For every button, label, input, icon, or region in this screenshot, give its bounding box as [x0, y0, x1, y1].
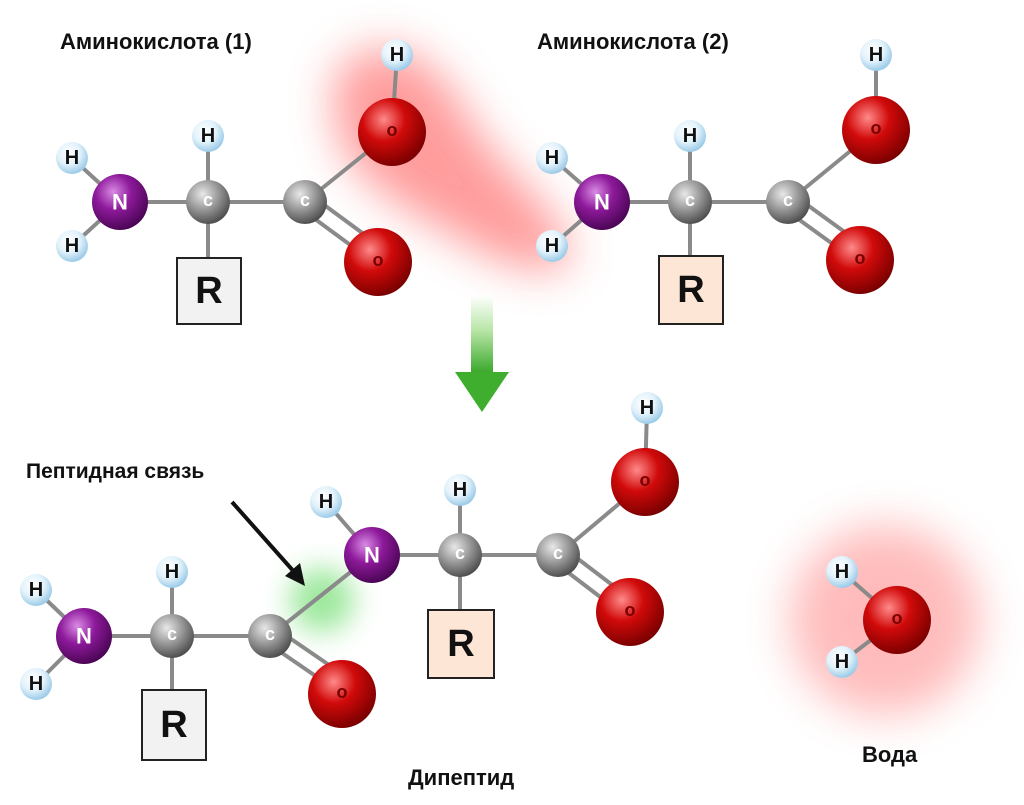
reaction-arrow-icon: [455, 295, 509, 412]
svg-text:H: H: [29, 673, 43, 695]
carbon-atom: c: [248, 614, 292, 658]
svg-text:o: o: [337, 682, 348, 702]
svg-text:H: H: [835, 651, 849, 673]
peptide-bond-label: Пептидная связь: [26, 460, 204, 483]
oxygen-atom: o: [842, 96, 910, 164]
svg-text:N: N: [364, 543, 380, 568]
svg-text:o: o: [855, 248, 866, 268]
svg-text:H: H: [835, 561, 849, 583]
r-group-box: [176, 257, 242, 325]
svg-text:o: o: [373, 250, 384, 270]
svg-text:c: c: [783, 190, 793, 210]
carbon-atom: c: [186, 180, 230, 224]
svg-text:o: o: [892, 608, 903, 628]
svg-text:c: c: [553, 543, 563, 563]
nitrogen-atom: N: [56, 608, 112, 664]
carbon-atom: c: [668, 180, 712, 224]
r-group-label: R: [195, 270, 222, 312]
carbon-atom: c: [283, 180, 327, 224]
r-group-label: R: [677, 269, 704, 311]
nitrogen-atom: N: [92, 174, 148, 230]
hydrogen-atom: H: [56, 142, 88, 174]
svg-text:c: c: [167, 624, 177, 644]
svg-text:o: o: [871, 118, 882, 138]
carbon-atom: c: [438, 533, 482, 577]
svg-text:H: H: [201, 125, 215, 147]
svg-text:c: c: [300, 190, 310, 210]
svg-text:H: H: [545, 147, 559, 169]
r-group-box: [658, 255, 724, 325]
svg-text:N: N: [594, 190, 610, 215]
amino-acid-2-label: Аминокислота (2): [537, 29, 729, 54]
hydrogen-atom: H: [536, 230, 568, 262]
r-group-box: [427, 609, 495, 679]
amino-acid-1: R H H N H c c H o o: [56, 39, 426, 325]
svg-text:c: c: [685, 190, 695, 210]
svg-text:H: H: [453, 479, 467, 501]
dipeptide-label: Дипептид: [408, 765, 514, 790]
svg-text:H: H: [65, 235, 79, 257]
hydrogen-atom: H: [631, 392, 663, 424]
amino-acid-1-label: Аминокислота (1): [60, 29, 252, 54]
svg-text:H: H: [65, 147, 79, 169]
hydrogen-atom: H: [192, 120, 224, 152]
hydrogen-atom: H: [826, 646, 858, 678]
carbon-atom: c: [536, 533, 580, 577]
dipeptide: R R H H N H c c o H N H c c H o o: [20, 392, 679, 761]
hydrogen-atom: H: [310, 486, 342, 518]
svg-text:c: c: [455, 543, 465, 563]
svg-text:H: H: [29, 579, 43, 601]
svg-text:H: H: [390, 44, 404, 66]
hydrogen-atom: H: [536, 142, 568, 174]
oxygen-atom: o: [611, 448, 679, 516]
hydrogen-atom: H: [860, 39, 892, 71]
hydrogen-atom: H: [381, 39, 413, 71]
svg-text:c: c: [265, 624, 275, 644]
oxygen-atom: o: [358, 98, 426, 166]
svg-text:N: N: [112, 190, 128, 215]
peptide-bond-pointer-arrow: [230, 500, 305, 586]
oxygen-atom: o: [596, 578, 664, 646]
hydrogen-atom: H: [56, 230, 88, 262]
svg-text:H: H: [640, 397, 654, 419]
svg-text:o: o: [387, 120, 398, 140]
svg-text:H: H: [683, 125, 697, 147]
water-label: Вода: [862, 742, 918, 767]
svg-text:H: H: [545, 235, 559, 257]
hydrogen-atom: H: [826, 556, 858, 588]
r-group-box: [141, 689, 207, 761]
nitrogen-atom: N: [344, 527, 400, 583]
svg-text:c: c: [203, 190, 213, 210]
nitrogen-atom: N: [574, 174, 630, 230]
svg-text:o: o: [640, 470, 651, 490]
hydrogen-atom: H: [444, 474, 476, 506]
water-molecule: H H o: [826, 556, 931, 678]
r-group-label: R: [447, 623, 474, 665]
svg-text:N: N: [76, 624, 92, 649]
oxygen-atom: o: [344, 228, 412, 296]
oxygen-atom: o: [863, 586, 931, 654]
hydrogen-atom: H: [156, 556, 188, 588]
carbon-atom: c: [766, 180, 810, 224]
oxygen-atom: o: [826, 226, 894, 294]
svg-text:o: o: [625, 600, 636, 620]
r-group-label: R: [160, 704, 187, 746]
amino-acid-2: R H H N H c c H o o: [536, 39, 910, 325]
hydrogen-atom: H: [674, 120, 706, 152]
oxygen-atom: o: [308, 660, 376, 728]
hydrogen-atom: H: [20, 668, 52, 700]
svg-text:H: H: [319, 491, 333, 513]
carbon-atom: c: [150, 614, 194, 658]
svg-text:H: H: [869, 44, 883, 66]
hydrogen-atom: H: [20, 574, 52, 606]
svg-text:H: H: [165, 561, 179, 583]
